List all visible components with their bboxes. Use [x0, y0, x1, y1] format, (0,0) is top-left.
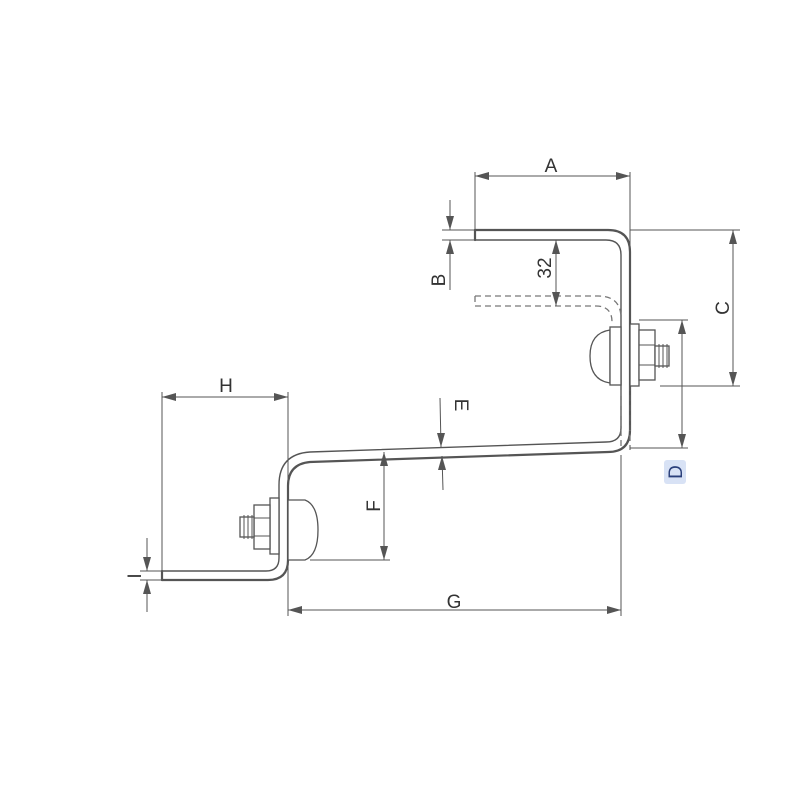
- dimension-g: G: [287, 455, 622, 616]
- dimension-e: E: [437, 397, 471, 491]
- label-g: G: [447, 592, 462, 613]
- label-b: B: [429, 274, 450, 287]
- dimension-b: B: [429, 200, 475, 290]
- label-c: C: [713, 301, 734, 315]
- upper-bolt: [589, 323, 670, 387]
- bracket-profile: [160, 228, 632, 582]
- dimension-d: D: [630, 319, 688, 484]
- dimension-i: I: [125, 538, 162, 612]
- dimension-32: 32: [535, 240, 560, 306]
- label-d: D: [666, 465, 687, 479]
- label-32: 32: [535, 257, 556, 278]
- label-i: I: [125, 573, 146, 578]
- label-e: E: [450, 399, 471, 412]
- label-f: F: [364, 500, 385, 512]
- label-a: A: [545, 156, 558, 177]
- dimension-h: H: [161, 376, 289, 571]
- dimension-c: C: [630, 229, 740, 387]
- dimension-a: A: [474, 156, 631, 430]
- lower-bolt: [239, 497, 319, 561]
- label-h: H: [219, 376, 233, 397]
- dimension-f: F: [310, 452, 390, 561]
